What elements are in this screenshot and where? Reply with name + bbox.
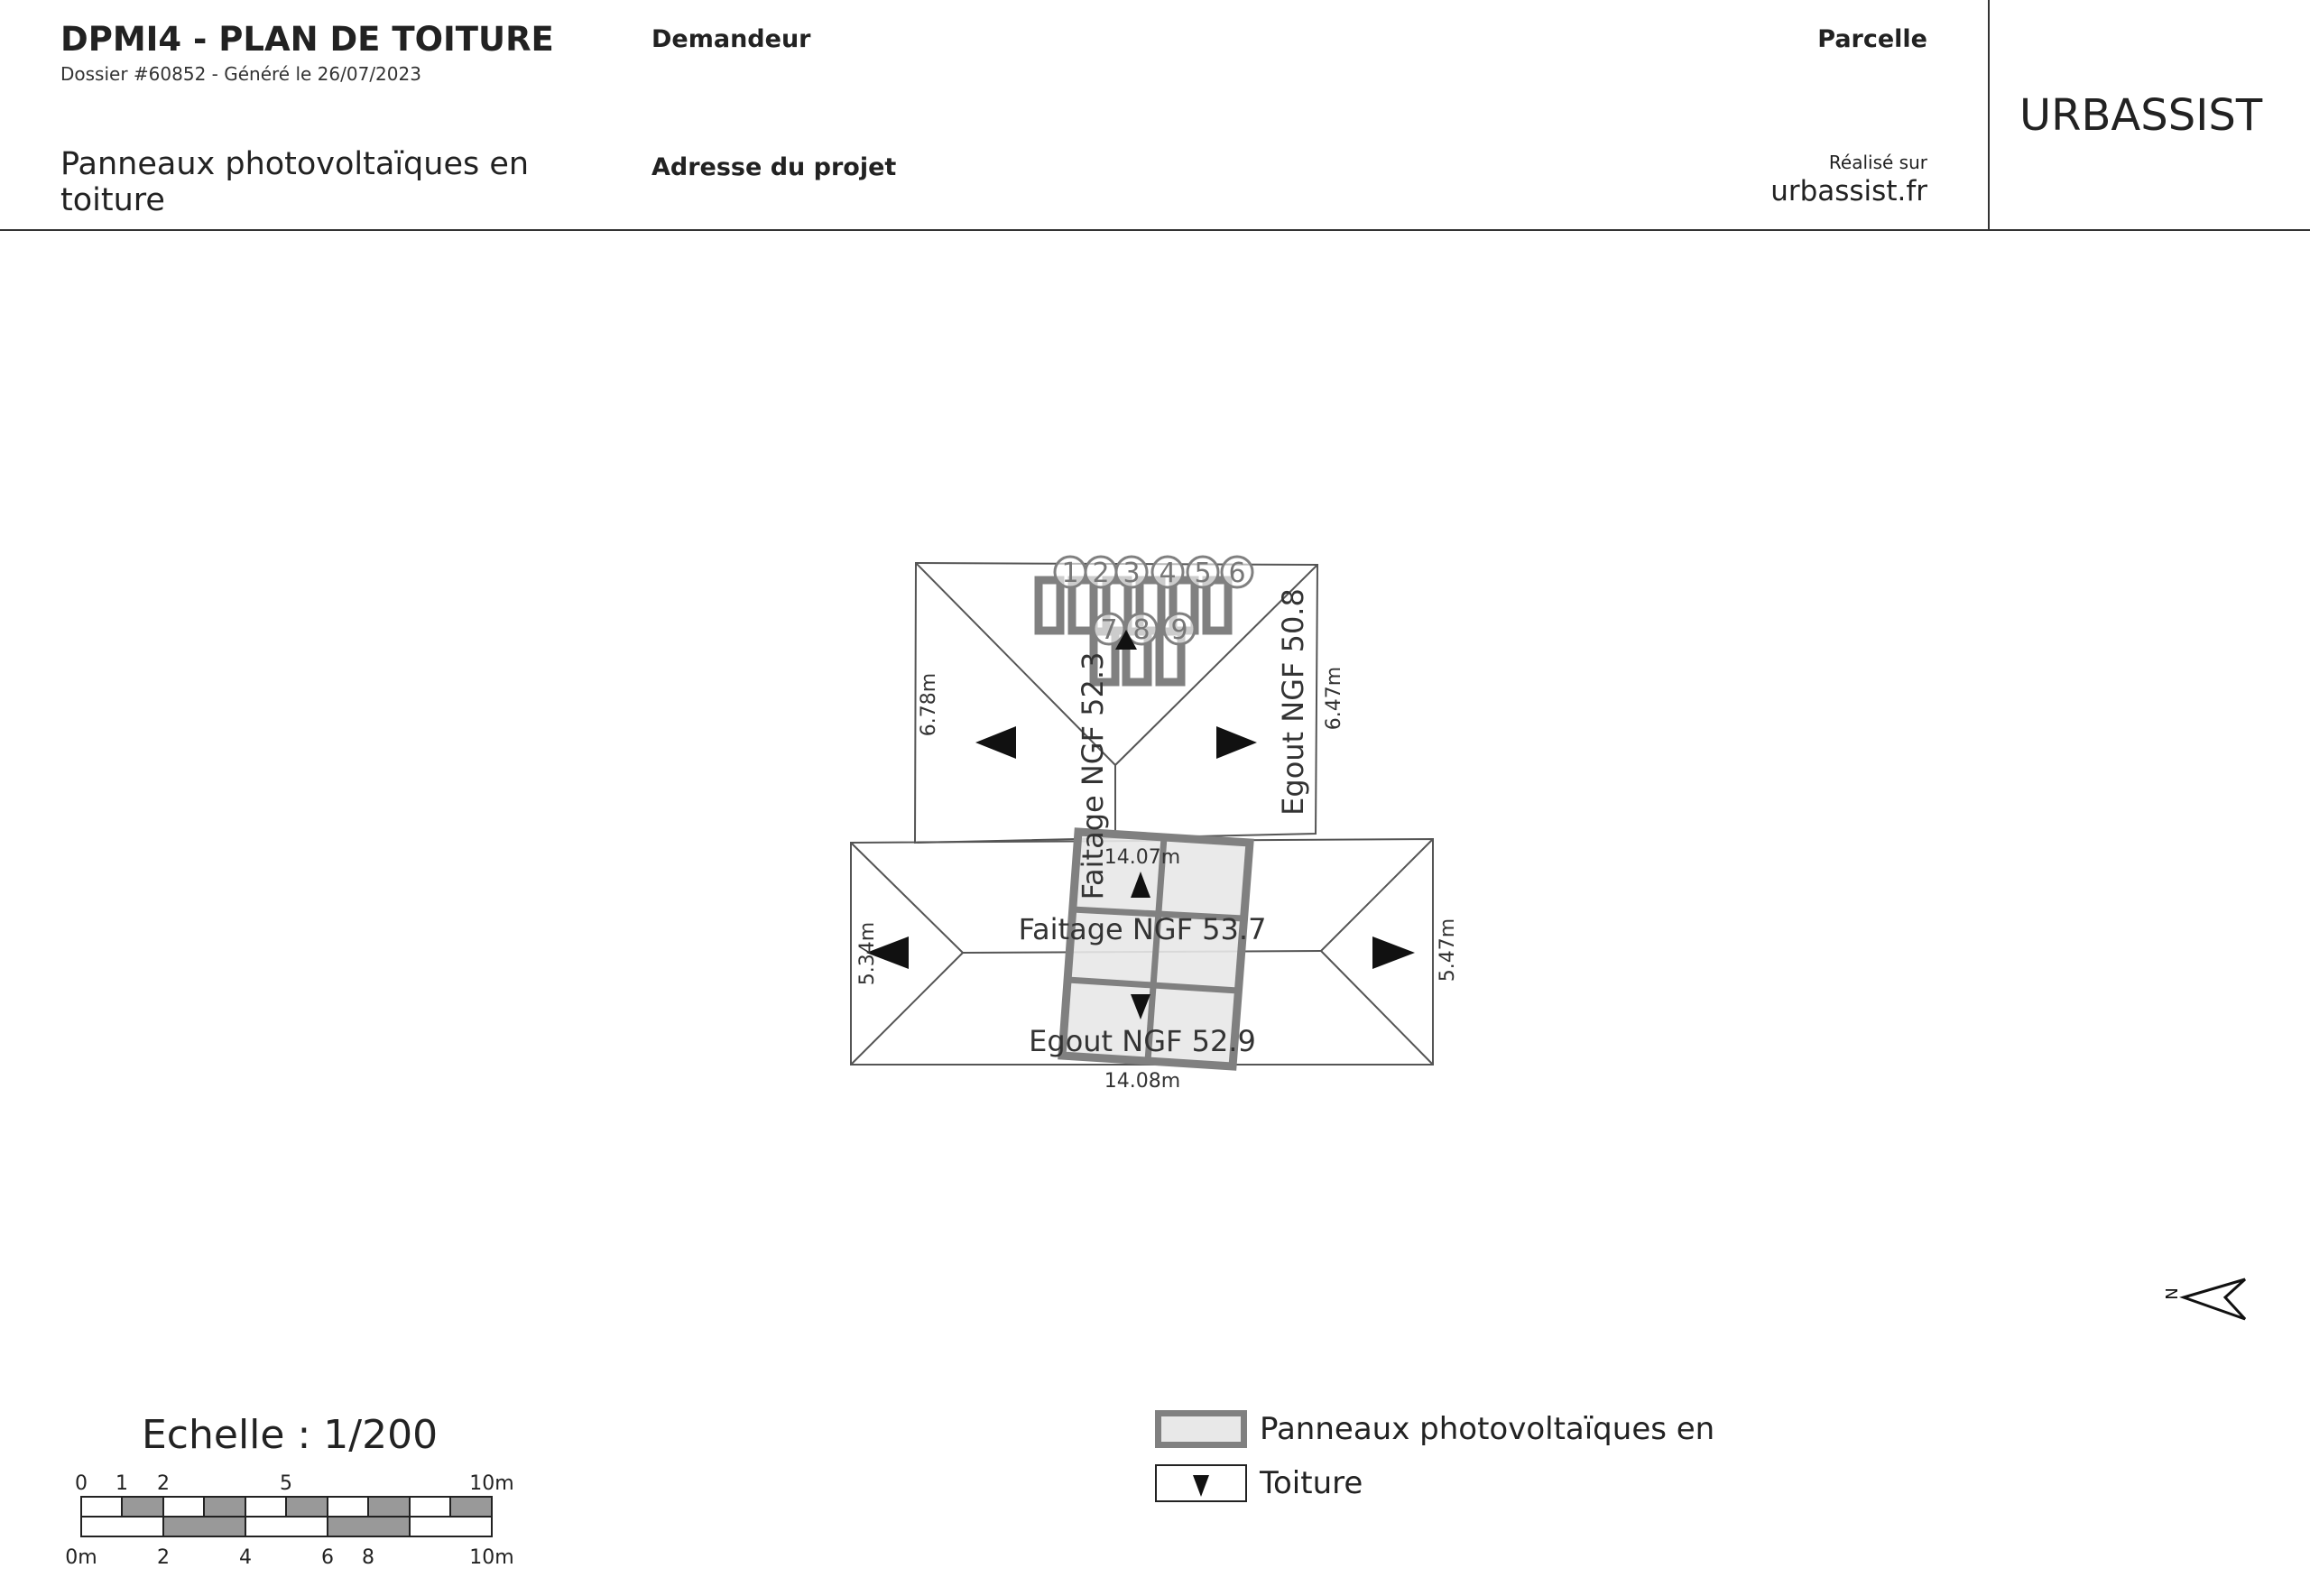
egout-vertical-label: Egout NGF 50.8 (1276, 588, 1310, 816)
scale-top-tick-5: 5 (280, 1472, 292, 1495)
realise-sur-label: Réalisé sur (1828, 152, 1927, 173)
parcelle-label: Parcelle (1817, 25, 1927, 53)
slope-arrow-left-upper (975, 726, 1016, 759)
document-title: DPMI4 - PLAN DE TOITURE (60, 20, 554, 59)
panel-number-8: 8 (1132, 614, 1150, 646)
scale-bottom-tick-2: 2 (157, 1546, 170, 1569)
scale-top-tick-0: 0 (75, 1472, 88, 1495)
dimension-bottom: 14.08m (1104, 1070, 1180, 1093)
panel-number-6: 6 (1228, 558, 1245, 589)
dimension-left-lower: 5.34m (856, 922, 879, 985)
site-url[interactable]: urbassist.fr (1770, 175, 1927, 208)
upper-roof (913, 561, 1319, 844)
project-description: Panneaux photovoltaïques en toiture (60, 146, 530, 218)
north-arrow-icon: N (2161, 1278, 2247, 1321)
panel-array-lower (1058, 827, 1254, 1071)
slope-arrow-right-lower (1372, 936, 1415, 969)
scale-bar: 0 1 2 5 10m 0m 2 4 6 8 10m (65, 1472, 513, 1569)
slope-arrow-middle-up (1131, 872, 1150, 898)
scale-top-tick-10: 10m (469, 1472, 513, 1495)
scale-top-tick-1: 1 (116, 1472, 128, 1495)
legend-panels-label: Panneaux photovoltaïques en (1260, 1411, 1715, 1447)
plan-labels: Faitage NGF 52.3 Egout NGF 50.8 Faitage … (856, 588, 1459, 1093)
panel-number-7: 7 (1100, 614, 1117, 646)
scale-bottom-tick-10: 10m (469, 1546, 513, 1569)
document-subtitle: Dossier #60852 - Généré le 26/07/2023 (60, 63, 421, 85)
brand-logo: URBASSIST (2019, 90, 2263, 141)
dimension-middle: 14.07m (1104, 846, 1180, 869)
demandeur-label: Demandeur (651, 25, 811, 53)
slope-arrows (866, 630, 1415, 1019)
faitage-horizontal-label: Faitage NGF 53.7 (1019, 912, 1267, 946)
panel-array-upper (1034, 576, 1233, 687)
legend-roof-label: Toiture (1260, 1465, 1363, 1501)
roof-arrow-icon (1193, 1475, 1209, 1497)
legend-roof: Toiture (1155, 1464, 1363, 1502)
scale-bottom-tick-0: 0m (65, 1546, 97, 1569)
panel-number-2: 2 (1092, 558, 1109, 589)
slope-arrow-left-lower (866, 936, 909, 969)
slope-arrow-middle-down (1131, 994, 1150, 1019)
dimension-right-lower: 5.47m (1437, 918, 1459, 982)
legend-panel-swatch (1155, 1410, 1247, 1448)
legend-panels: Panneaux photovoltaïques en (1155, 1410, 1714, 1448)
header-divider (1988, 0, 1990, 231)
adresse-label: Adresse du projet (651, 153, 897, 181)
roof-plan: 1 2 3 4 5 6 7 8 9 Faitage NGF 52.3 Egout… (65, 555, 2247, 1569)
panel-number-9: 9 (1170, 614, 1187, 646)
title-block: DPMI4 - PLAN DE TOITURE Dossier #60852 -… (0, 0, 2310, 231)
scale-bottom-tick-6: 6 (321, 1546, 334, 1569)
panel-number-3: 3 (1123, 558, 1140, 589)
slope-arrow-top (1115, 630, 1137, 650)
dimension-left-upper: 6.78m (918, 673, 940, 736)
egout-horizontal-label: Egout NGF 52.9 (1029, 1024, 1256, 1058)
legend-roof-swatch (1155, 1464, 1247, 1502)
scale-bottom-tick-8: 8 (362, 1546, 374, 1569)
scale-bottom-tick-4: 4 (239, 1546, 252, 1569)
scale-title: Echelle : 1/200 (142, 1412, 439, 1458)
slope-arrow-right-upper (1216, 726, 1257, 759)
panel-number-markers (1053, 555, 1254, 646)
scale-top-tick-2: 2 (157, 1472, 170, 1495)
panel-number-4: 4 (1159, 558, 1176, 589)
dimension-right-upper: 6.47m (1323, 667, 1345, 730)
faitage-vertical-label: Faitage NGF 52.3 (1076, 652, 1110, 900)
panel-number-1: 1 (1061, 558, 1078, 589)
panel-numbers: 1 2 3 4 5 6 7 8 9 (1061, 558, 1245, 646)
north-label: N (2161, 1287, 2180, 1299)
panel-number-5: 5 (1194, 558, 1211, 589)
